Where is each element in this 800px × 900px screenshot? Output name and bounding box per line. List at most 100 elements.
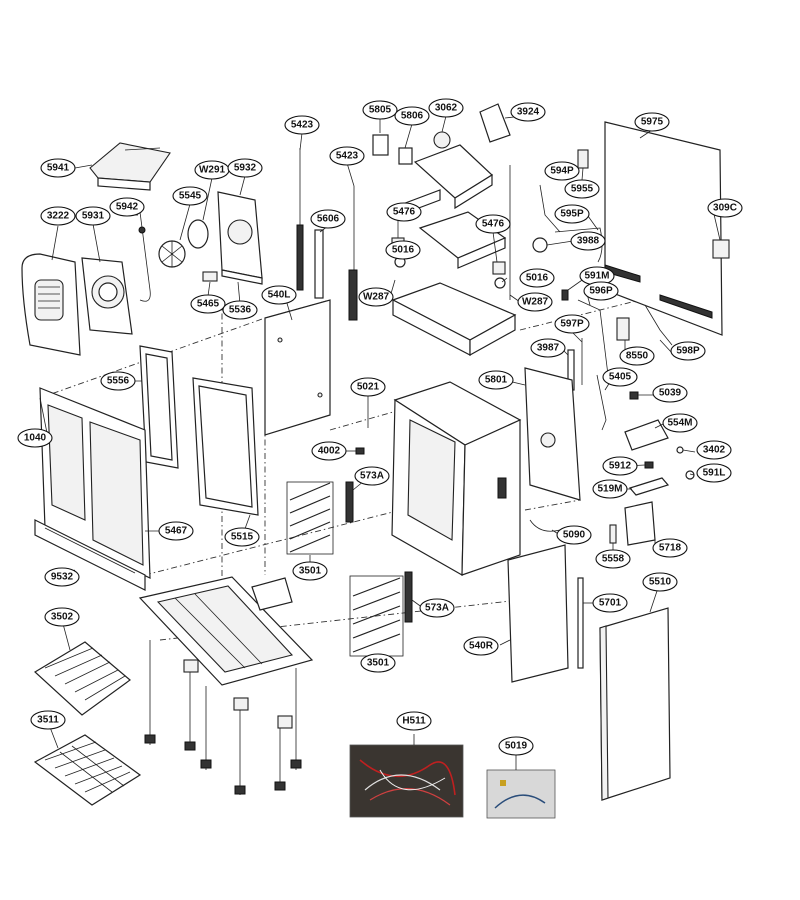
callout-5942[interactable]: 5942 bbox=[109, 197, 145, 217]
part-598P-pipe[interactable] bbox=[644, 304, 673, 346]
part-5942-fan-motor[interactable] bbox=[138, 211, 151, 302]
callout-5801[interactable]: 5801 bbox=[478, 370, 514, 390]
callout-5556[interactable]: 5556 bbox=[100, 371, 136, 391]
part-5606-strip[interactable] bbox=[314, 229, 324, 299]
part-5931-fan-housing[interactable] bbox=[81, 257, 133, 335]
callout-W287b[interactable]: W287 bbox=[517, 292, 553, 312]
callout-5465[interactable]: 5465 bbox=[190, 294, 226, 314]
part-5955-switch[interactable] bbox=[577, 149, 589, 169]
part-base-frame[interactable] bbox=[138, 576, 314, 686]
callout-3501a[interactable]: 3501 bbox=[292, 561, 328, 581]
part-5975-back-panel[interactable] bbox=[604, 121, 723, 336]
callout-3062[interactable]: 3062 bbox=[428, 98, 464, 118]
callout-573Aa[interactable]: 573A bbox=[354, 466, 390, 486]
part-leveling-legs[interactable] bbox=[144, 640, 302, 795]
callout-5423b[interactable]: 5423 bbox=[329, 146, 365, 166]
callout-3511[interactable]: 3511 bbox=[30, 710, 66, 730]
callout-5975[interactable]: 5975 bbox=[634, 112, 670, 132]
part-5476-burner-right[interactable] bbox=[492, 261, 506, 275]
part-554M-cover[interactable] bbox=[624, 419, 669, 451]
callout-5955[interactable]: 5955 bbox=[564, 179, 600, 199]
part-3924-bracket[interactable] bbox=[479, 103, 511, 143]
callout-3987[interactable]: 3987 bbox=[530, 338, 566, 358]
callout-5701[interactable]: 5701 bbox=[592, 593, 628, 613]
part-5090-harness[interactable] bbox=[529, 519, 561, 532]
part-5465-clip[interactable] bbox=[202, 271, 218, 282]
callout-3502[interactable]: 3502 bbox=[44, 607, 80, 627]
part-5510-side-panel[interactable] bbox=[599, 607, 671, 801]
part-4002-screw[interactable] bbox=[355, 447, 365, 455]
callout-5423a[interactable]: 5423 bbox=[284, 115, 320, 135]
callout-H511[interactable]: H511 bbox=[396, 711, 432, 731]
part-3402-screw[interactable] bbox=[676, 446, 684, 454]
callout-4002[interactable]: 4002 bbox=[311, 441, 347, 461]
callout-5019[interactable]: 5019 bbox=[498, 736, 534, 756]
part-oven-cavity[interactable] bbox=[391, 381, 522, 577]
callout-5476b[interactable]: 5476 bbox=[475, 214, 511, 234]
part-519M-bracket[interactable] bbox=[628, 477, 670, 496]
callout-5510[interactable]: 5510 bbox=[642, 572, 678, 592]
part-3501-rack-guide-upper[interactable] bbox=[286, 481, 334, 555]
callout-591M[interactable]: 591M bbox=[579, 266, 615, 286]
callout-9532[interactable]: 9532 bbox=[44, 567, 80, 587]
callout-5931[interactable]: 5931 bbox=[75, 206, 111, 226]
part-5423-rod-right[interactable] bbox=[348, 186, 358, 321]
part-5912-clip[interactable] bbox=[644, 461, 654, 469]
callout-5806[interactable]: 5806 bbox=[394, 106, 430, 126]
part-596P-pipe[interactable] bbox=[577, 299, 609, 376]
callout-598P[interactable]: 598P bbox=[670, 341, 706, 361]
callout-5016b[interactable]: 5016 bbox=[519, 268, 555, 288]
callout-5558[interactable]: 5558 bbox=[595, 549, 631, 569]
callout-5090[interactable]: 5090 bbox=[556, 525, 592, 545]
callout-5805[interactable]: 5805 bbox=[362, 100, 398, 120]
part-3511-oven-rack[interactable] bbox=[33, 734, 142, 806]
callout-W291[interactable]: W291 bbox=[194, 160, 230, 180]
callout-540L[interactable]: 540L bbox=[261, 285, 297, 305]
part-5801-right-side-panel[interactable] bbox=[524, 367, 581, 501]
part-573A-rack-support-upper[interactable] bbox=[345, 481, 354, 523]
callout-5941[interactable]: 5941 bbox=[40, 158, 76, 178]
part-309C-terminal[interactable] bbox=[712, 239, 730, 259]
part-5932-inner-housing[interactable] bbox=[217, 191, 263, 279]
callout-3924[interactable]: 3924 bbox=[510, 102, 546, 122]
part-5806-knob[interactable] bbox=[398, 147, 413, 165]
callout-309C[interactable]: 309C bbox=[707, 198, 743, 218]
part-3222-back-cover[interactable] bbox=[21, 253, 81, 356]
callout-1040[interactable]: 1040 bbox=[17, 428, 53, 448]
callout-5932[interactable]: 5932 bbox=[227, 158, 263, 178]
callout-3222[interactable]: 3222 bbox=[40, 206, 76, 226]
callout-5039[interactable]: 5039 bbox=[652, 383, 688, 403]
part-5536-bracket[interactable] bbox=[221, 269, 263, 285]
part-573A-rack-support-lower[interactable] bbox=[404, 571, 413, 623]
part-5423-rod-left[interactable] bbox=[296, 148, 304, 291]
part-594P-pipe[interactable] bbox=[539, 184, 561, 233]
callout-5405[interactable]: 5405 bbox=[602, 367, 638, 387]
callout-5912[interactable]: 5912 bbox=[602, 456, 638, 476]
part-5701-trim[interactable] bbox=[577, 577, 584, 669]
callout-8550[interactable]: 8550 bbox=[619, 346, 655, 366]
part-5405-wire[interactable] bbox=[596, 374, 607, 431]
callout-597P[interactable]: 597P bbox=[554, 314, 590, 334]
part-W291-gasket[interactable] bbox=[187, 219, 209, 249]
part-5941-vent-cover[interactable] bbox=[89, 142, 171, 191]
part-oven-top-tray[interactable] bbox=[391, 282, 517, 357]
callout-5515[interactable]: 5515 bbox=[224, 527, 260, 547]
callout-5467[interactable]: 5467 bbox=[158, 521, 194, 541]
part-5556-door-gasket[interactable] bbox=[139, 345, 179, 469]
callout-5718[interactable]: 5718 bbox=[652, 538, 688, 558]
part-5805-knob[interactable] bbox=[372, 134, 389, 156]
callout-5016a[interactable]: 5016 bbox=[385, 240, 421, 260]
callout-554M[interactable]: 554M bbox=[662, 413, 698, 433]
part-3988-valve[interactable] bbox=[532, 237, 548, 253]
part-5718-block[interactable] bbox=[624, 501, 656, 546]
callout-540R[interactable]: 540R bbox=[463, 636, 499, 656]
part-5545-fan-blade[interactable] bbox=[158, 240, 186, 268]
callout-5536[interactable]: 5536 bbox=[222, 300, 258, 320]
callout-573Ab[interactable]: 573A bbox=[419, 598, 455, 618]
callout-594P[interactable]: 594P bbox=[544, 161, 580, 181]
part-5467-front-frame[interactable] bbox=[39, 387, 151, 579]
callout-519M[interactable]: 519M bbox=[592, 479, 628, 499]
callout-3501b[interactable]: 3501 bbox=[360, 653, 396, 673]
callout-5545[interactable]: 5545 bbox=[172, 186, 208, 206]
part-8550-sensor[interactable] bbox=[616, 317, 630, 341]
